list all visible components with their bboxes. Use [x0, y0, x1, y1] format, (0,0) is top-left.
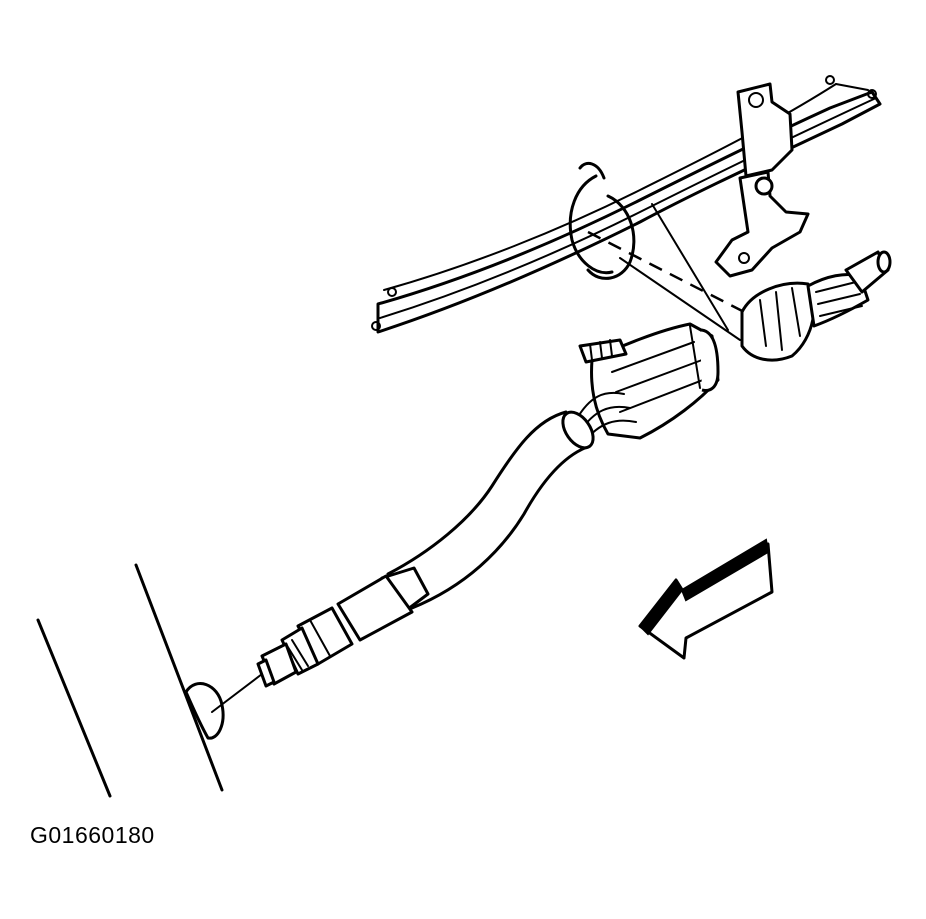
- harness-connector: [740, 250, 892, 362]
- mounting-bracket: [714, 82, 810, 278]
- arrow-front-icon: [638, 538, 774, 660]
- figure-code: G01660180: [30, 822, 155, 848]
- exhaust-pipe: [36, 563, 225, 798]
- sensor-connector: [575, 322, 720, 443]
- alignment-lines: [587, 203, 753, 341]
- sensor-cable: [386, 410, 595, 610]
- oxygen-sensor: [211, 566, 430, 713]
